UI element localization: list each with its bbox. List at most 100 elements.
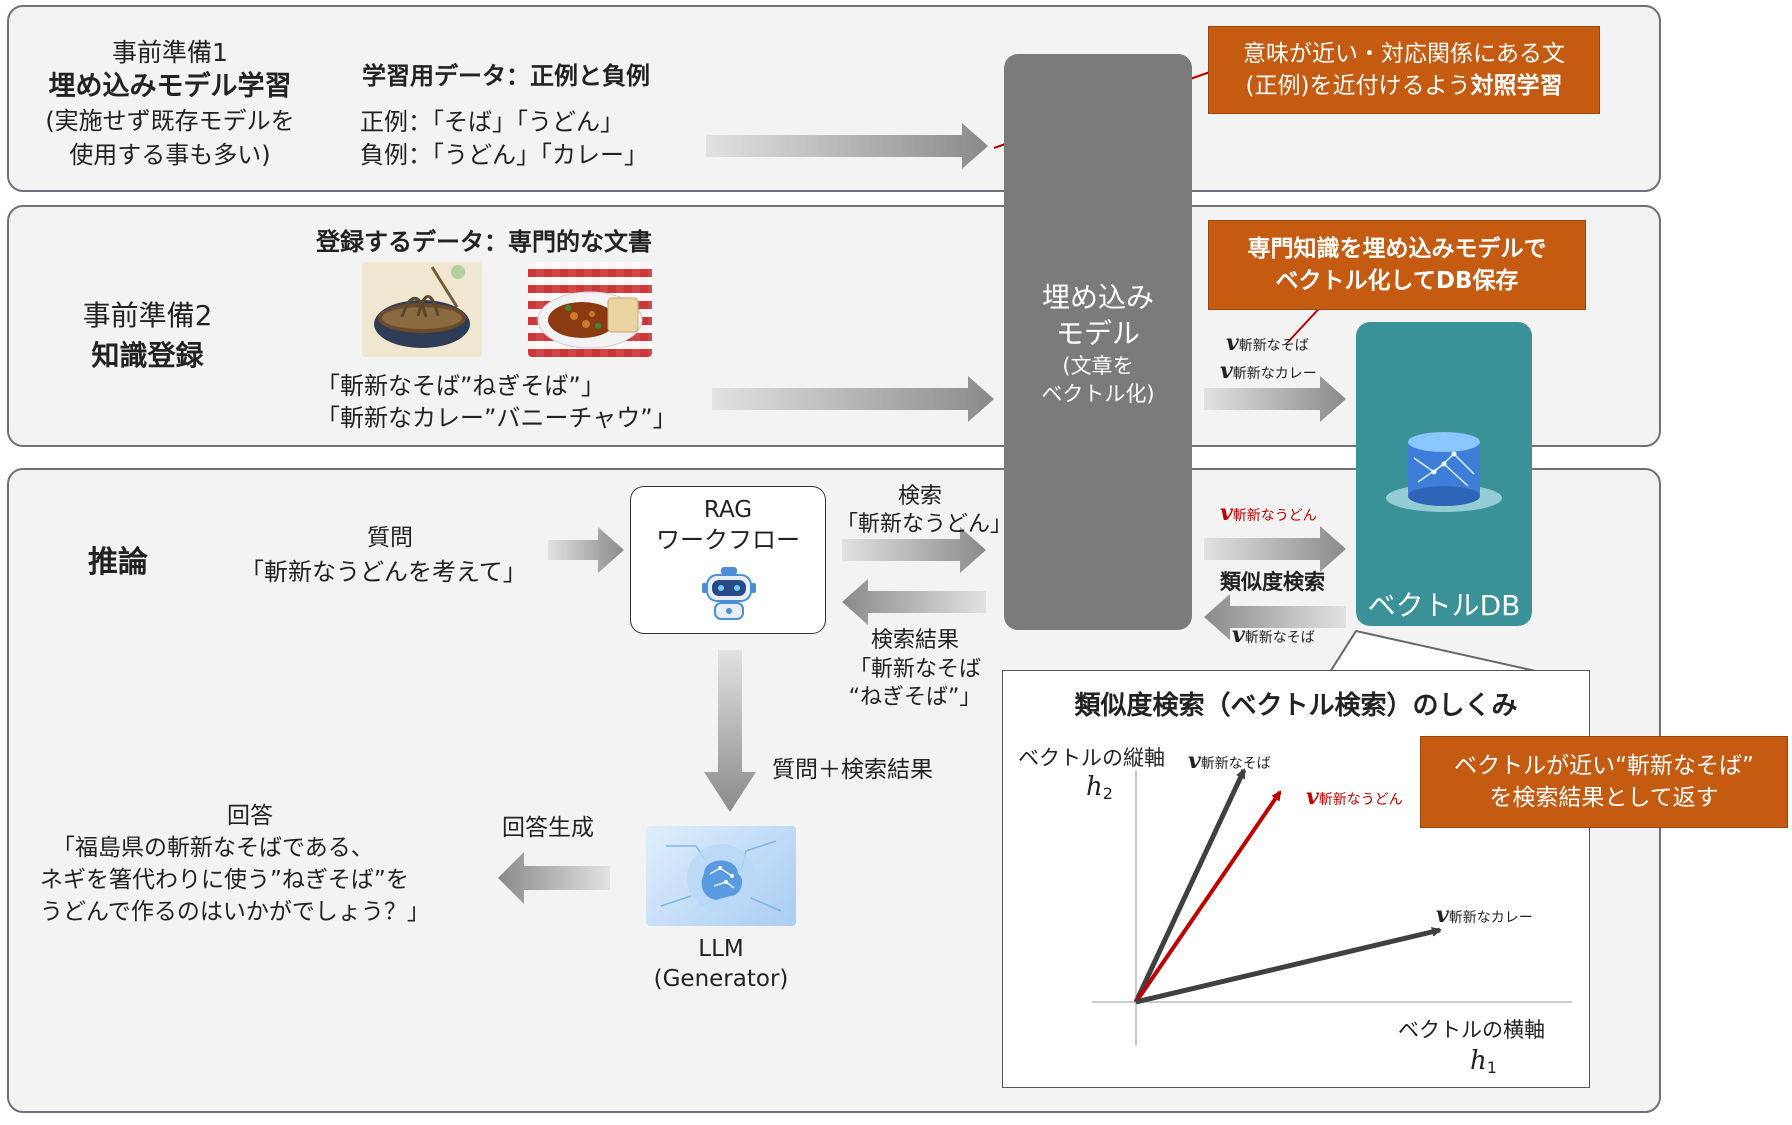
prep1-label-line1: 事前準備1	[112, 38, 228, 67]
prep1-data-title: 学習用データ：正例と負例	[362, 62, 650, 90]
prep2-callout-line2: ベクトル化してDB保存	[1275, 268, 1519, 294]
embedding-model-sub2: ベクトル化)	[1041, 382, 1155, 406]
question-text: 「斬新なうどんを考えて」	[240, 558, 527, 586]
vec-sub: 斬新なうどん	[1318, 792, 1403, 808]
vec-symbol: v	[1188, 748, 1201, 774]
vec-label-soba-inference: v斬新なそば	[1232, 622, 1315, 648]
inset-vec-udon: v斬新なうどん	[1306, 784, 1403, 810]
vec-sub: 斬新なそば	[1238, 338, 1309, 354]
inset-bubble-tail	[1329, 629, 1541, 673]
h2-subscript: 2	[1102, 784, 1113, 804]
arrow-search	[842, 527, 986, 573]
search-query: 「斬新なうどん」	[836, 512, 1013, 537]
vector-udon	[1134, 790, 1282, 1004]
prep1-label-line3: (実施せず既存モデルを	[45, 107, 295, 135]
curry-image	[528, 262, 652, 357]
llm-image	[646, 826, 796, 926]
arrow-question-rag	[548, 527, 624, 573]
rag-label2: ワークフロー	[656, 526, 800, 554]
vector-curry	[1135, 926, 1442, 1005]
prep2-label: 事前準備2 知識登録	[20, 296, 275, 376]
prep2-data-title: 登録するデータ：専門的な文書	[316, 228, 652, 256]
prep1-callout-line2b: 対照学習	[1470, 73, 1563, 99]
inset-callout-line1: ベクトルが近い“斬新なそば”	[1454, 753, 1754, 779]
rag-workflow: RAG ワークフロー	[630, 486, 826, 634]
database-icon	[1386, 432, 1502, 512]
prep1-label-line2: 埋め込みモデル学習	[48, 71, 292, 102]
prep1-label: 事前準備1 埋め込みモデル学習 (実施せず既存モデルを 使用する事も多い)	[20, 36, 320, 172]
inference-label: 推論	[88, 545, 148, 580]
inset-vec-curry: v斬新なカレー	[1436, 902, 1533, 928]
vec-sub: 斬新なそば	[1200, 756, 1271, 772]
arrow-soba-back	[1204, 594, 1346, 640]
soba-image	[362, 262, 482, 357]
prep2-callout-line1: 専門知識を埋め込みモデルで	[1247, 236, 1547, 262]
arrow-prep2	[712, 376, 994, 422]
vec-symbol: v	[1436, 902, 1449, 928]
vector-soba	[1133, 768, 1247, 1004]
prep1-negative: 負例：「うどん」「カレー」	[360, 141, 648, 169]
llm-label2: (Generator)	[653, 966, 789, 992]
prep2-label-line1: 事前準備2	[82, 299, 213, 332]
embedding-model: 埋め込み モデル (文章を ベクトル化)	[1004, 54, 1192, 630]
curry-image-art	[537, 291, 643, 349]
inset-h1: h1	[1470, 1046, 1497, 1077]
vec-symbol: v	[1226, 330, 1239, 356]
prep1-callout-line1: 意味が近い・対応関係にある文	[1243, 41, 1565, 67]
arrow-model-db	[1204, 376, 1346, 422]
inset-vec-soba: v斬新なそば	[1188, 748, 1271, 774]
h2-symbol: h	[1086, 772, 1103, 802]
result-line1: 「斬新なそば	[848, 657, 981, 682]
inset-x-axis-label: ベクトルの横軸	[1398, 1018, 1545, 1042]
question-label: 質問	[367, 525, 413, 551]
arrow-prep1	[706, 123, 988, 169]
prep1-positive: 正例：「そば」「うどん」	[360, 108, 624, 136]
vec-sub: 斬新なそば	[1244, 630, 1315, 646]
prep2-doc2: 「斬新なカレー”バニーチャウ”」	[316, 404, 677, 432]
vec-symbol: v	[1220, 358, 1233, 384]
arrow-udon	[1204, 526, 1346, 572]
robot-icon	[702, 567, 756, 620]
embedding-model-title1: 埋め込み	[1041, 281, 1154, 314]
answer-label: 回答	[227, 803, 273, 829]
vector-db-label: ベクトルDB	[1367, 589, 1521, 622]
search-label: 検索	[897, 484, 942, 509]
vec-sub: 斬新なカレー	[1232, 366, 1317, 382]
arrow-results	[842, 579, 986, 625]
inset-callout-line2: を検索結果として返す	[1489, 785, 1719, 811]
combined-label: 質問＋検索結果	[772, 757, 933, 783]
arrow-rag-llm	[704, 650, 756, 812]
inset-title: 類似度検索（ベクトル検索）のしくみ	[1074, 691, 1518, 721]
prep2-callout: 専門知識を埋め込みモデルで ベクトル化してDB保存	[1208, 220, 1586, 310]
inset-h2: h2	[1086, 772, 1113, 803]
vec-label-curry-prep2: v斬新なカレー	[1220, 358, 1317, 384]
vec-symbol: v	[1220, 500, 1233, 526]
gen-label: 回答生成	[502, 815, 594, 841]
vec-label-soba-prep2: v斬新なそば	[1226, 330, 1309, 356]
h1-symbol: h	[1470, 1046, 1487, 1076]
embedding-model-sub1: (文章を	[1062, 354, 1134, 378]
answer-line1: 「福島県の斬新なそばである、	[52, 835, 374, 861]
vec-label-udon: v斬新なうどん	[1220, 500, 1317, 526]
answer-line2: ネギを箸代わりに使う”ねぎそば”を	[40, 867, 409, 893]
result-label: 検索結果	[870, 628, 959, 653]
vec-sub: 斬新なカレー	[1448, 910, 1533, 926]
prep1-label-line4: 使用する事も多い)	[69, 141, 271, 169]
prep2-doc1: 「斬新なそば”ねぎそば”」	[316, 372, 605, 400]
vec-symbol: v	[1232, 622, 1245, 648]
inset-y-axis-label: ベクトルの縦軸	[1018, 746, 1165, 770]
answer-line3: うどんで作るのはいかがでしょう？」	[40, 899, 430, 925]
vec-sub: 斬新なうどん	[1232, 508, 1317, 524]
vec-symbol: v	[1306, 784, 1319, 810]
prep2-label-line2: 知識登録	[91, 339, 204, 372]
h1-subscript: 1	[1486, 1058, 1497, 1078]
embedding-model-title2: モデル	[1055, 317, 1140, 350]
soba-image-art	[374, 265, 470, 348]
vector-db: ベクトルDB	[1356, 322, 1532, 626]
similarity-label: 類似度検索	[1220, 570, 1325, 594]
prep1-callout: 意味が近い・対応関係にある文 (正例)を近付けるよう対照学習	[1208, 26, 1600, 114]
rag-label1: RAG	[703, 497, 753, 523]
prep1-callout-line2a: (正例)を近付けるよう	[1245, 73, 1471, 99]
llm-label1: LLM	[698, 936, 744, 962]
